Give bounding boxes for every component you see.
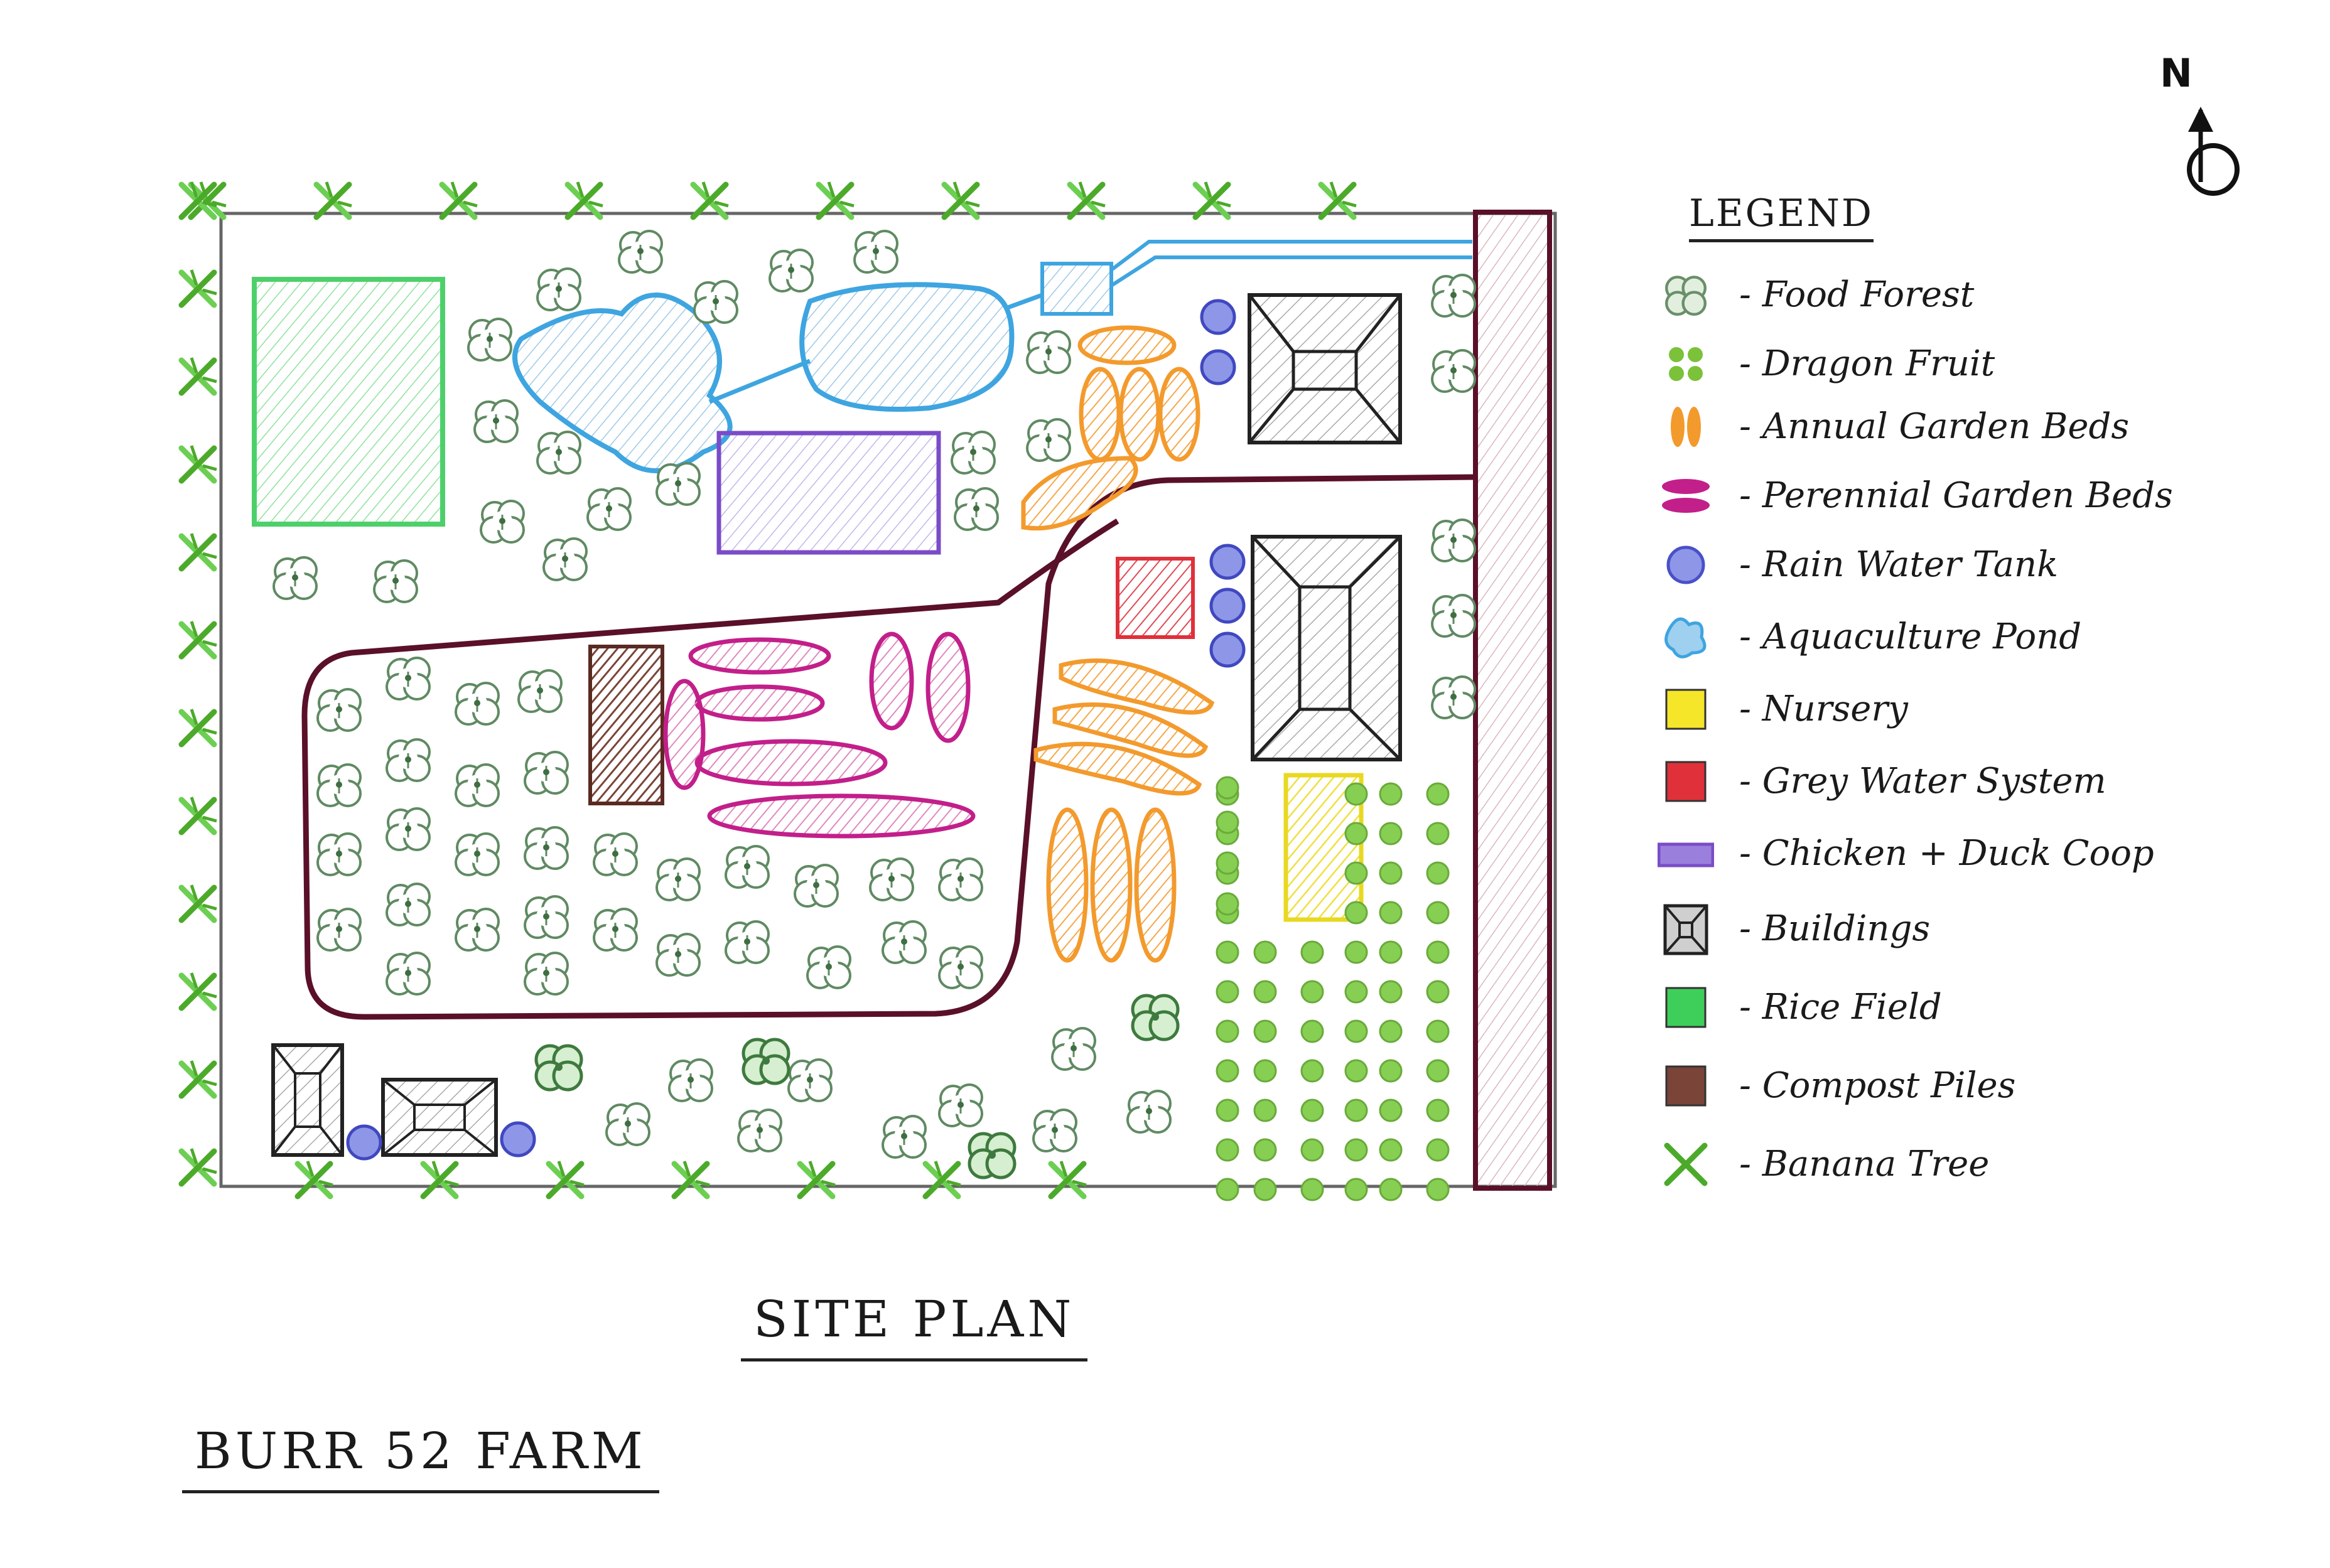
legend-item: - Dragon Fruit <box>1645 330 2311 399</box>
building-icon <box>1658 901 1714 957</box>
legend-item: - Chicken + Duck Coop <box>1645 819 2311 888</box>
legend-item: - Buildings <box>1645 894 2311 964</box>
legend-label: - Buildings <box>1739 908 1931 949</box>
legend-label: - Food Forest <box>1739 274 1975 315</box>
legend-item: - Perennial Garden Beds <box>1645 461 2311 530</box>
pond-filter <box>1040 262 1113 316</box>
rice-field <box>252 277 445 527</box>
grey-water-system <box>1116 557 1195 639</box>
legend-item: - Grey Water System <box>1645 747 2311 816</box>
aquaculture-pond-1 <box>512 293 733 473</box>
grey-water-icon <box>1658 753 1714 810</box>
pond-icon <box>1658 609 1714 665</box>
perennial-garden-beds <box>663 631 976 839</box>
legend-heading: LEGEND <box>1689 191 1874 242</box>
rice-field-icon <box>1658 979 1714 1036</box>
legend-item: - Nursery <box>1645 675 2311 744</box>
compost-icon <box>1658 1058 1714 1114</box>
coop-icon <box>1657 825 1715 882</box>
legend-item: - Annual Garden Beds <box>1645 392 2311 461</box>
building-2 <box>1251 535 1402 761</box>
perennial-bed-icon <box>1658 468 1714 524</box>
farm-name: BURR 52 FARM <box>182 1422 659 1493</box>
legend-label: - Banana Tree <box>1739 1144 1990 1184</box>
nursery <box>1283 773 1364 922</box>
water-channel <box>1110 240 1472 287</box>
food-forest-icon <box>1658 267 1714 323</box>
chicken-coop <box>716 431 941 555</box>
banana-tree-icon <box>1658 1136 1714 1193</box>
legend-label: - Chicken + Duck Coop <box>1739 833 2154 874</box>
legend-label: - Dragon Fruit <box>1739 343 1995 384</box>
north-label: N <box>2160 50 2192 96</box>
building-1 <box>1248 293 1402 444</box>
legend-item: - Rain Water Tank <box>1645 530 2311 599</box>
annual-garden-beds <box>1021 325 1215 963</box>
legend-label: - Grey Water System <box>1739 761 2106 802</box>
building-4 <box>381 1078 498 1157</box>
nursery-icon <box>1658 681 1714 738</box>
site-plan-title: SITE PLAN <box>741 1290 1088 1361</box>
legend-label: - Rain Water Tank <box>1739 544 2059 585</box>
legend-label: - Nursery <box>1739 689 1908 729</box>
legend-label: - Aquaculture Pond <box>1739 616 2082 657</box>
legend-label: - Annual Garden Beds <box>1739 406 2130 447</box>
property-boundary <box>219 212 1557 1188</box>
legend-label: - Rice Field <box>1739 987 1942 1028</box>
dragon-fruit-icon <box>1658 336 1714 392</box>
rain-tank-icon <box>1658 537 1714 593</box>
legend-label: - Perennial Garden Beds <box>1739 475 2173 516</box>
legend-item: - Compost Piles <box>1645 1051 2311 1120</box>
annual-bed-icon <box>1658 399 1714 455</box>
legend-label: - Compost Piles <box>1739 1065 2016 1106</box>
legend-item: - Rice Field <box>1645 973 2311 1042</box>
building-3 <box>271 1043 344 1157</box>
aquaculture-pond-2 <box>799 282 1015 412</box>
legend-item: - Food Forest <box>1645 260 2311 330</box>
driveway-strip <box>1473 210 1552 1191</box>
north-arrow <box>2154 50 2248 213</box>
compost-pile <box>588 645 664 805</box>
legend-item: - Banana Tree <box>1645 1130 2311 1199</box>
legend-item: - Aquaculture Pond <box>1645 603 2311 672</box>
access-path <box>301 474 1476 1020</box>
